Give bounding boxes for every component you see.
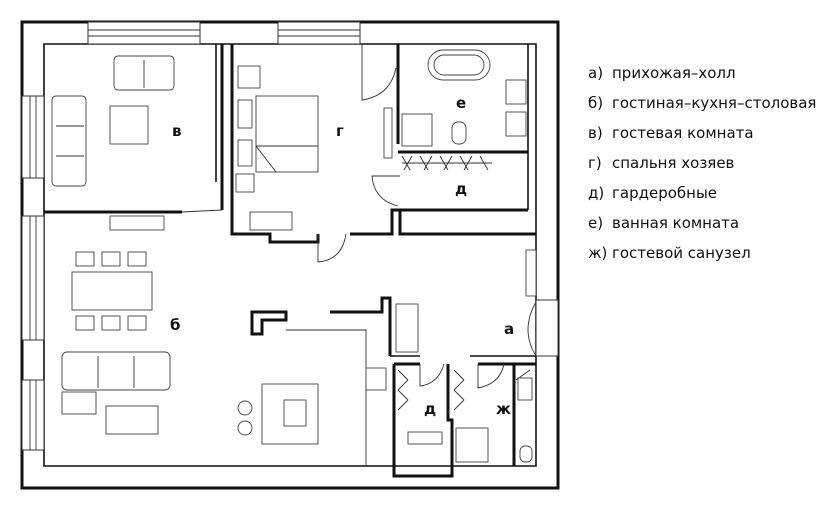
legend-item: д) гардеробные	[588, 178, 833, 208]
living-room-furniture	[61, 215, 171, 435]
legend-key: а)	[588, 64, 604, 82]
legend-text: гостевая комната	[612, 124, 754, 142]
room-label-d2: д	[424, 400, 436, 418]
legend-text: гостевой санузел	[612, 244, 751, 262]
legend-text: гостиная–кухня–столовая	[612, 94, 817, 112]
legend-key: е)	[588, 214, 604, 232]
legend-text: спальня хозяев	[612, 154, 735, 172]
interior-walls	[44, 44, 536, 478]
legend-item: в) гостевая комната	[588, 118, 833, 148]
wardrobe-bottom	[397, 369, 465, 445]
guest-room-furniture	[51, 55, 175, 187]
legend-item: б) гостиная–кухня–столовая	[588, 88, 833, 118]
legend: а) прихожая–холл б) гостиная–кухня–столова…	[588, 58, 833, 268]
legend-text: гардеробные	[612, 184, 718, 202]
room-label-a: а	[504, 320, 514, 338]
legend-text: ванная комната	[612, 214, 740, 232]
legend-key: ж)	[588, 244, 608, 262]
room-label-b: б	[170, 316, 180, 334]
floor-plan: в г е д б а д ж	[20, 20, 560, 490]
bedroom-furniture	[235, 65, 393, 231]
hall-furniture	[395, 249, 537, 353]
wardrobe-top	[401, 155, 492, 171]
legend-item: а) прихожая–холл	[588, 58, 833, 88]
room-label-d1: д	[455, 180, 467, 198]
legend-key: б)	[588, 94, 604, 112]
bathroom-furniture	[401, 49, 527, 147]
legend-item: ж)гостевой санузел	[588, 238, 833, 268]
room-label-g: г	[336, 122, 344, 140]
legend-text: прихожая–холл	[612, 64, 736, 82]
legend-item: г) спальня хозяев	[588, 148, 833, 178]
legend-item: е) ванная комната	[588, 208, 833, 238]
legend-key: д)	[588, 184, 605, 202]
kitchen	[237, 329, 387, 466]
legend-key: в)	[588, 124, 603, 142]
room-label-zh: ж	[496, 400, 511, 418]
doors	[317, 44, 531, 389]
windows	[21, 21, 559, 451]
legend-key: г)	[588, 154, 602, 172]
room-label-e: е	[456, 94, 466, 112]
guest-bathroom-furniture	[455, 377, 533, 463]
room-label-v: в	[172, 122, 182, 140]
